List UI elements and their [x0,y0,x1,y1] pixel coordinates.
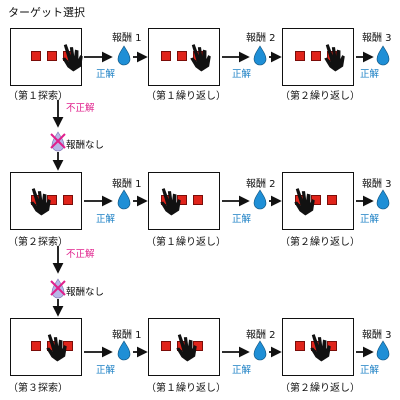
reward-2-label: 報酬 2 [246,179,276,190]
target-square [161,341,171,351]
target-square [161,51,171,61]
hand-icon [46,334,67,362]
water-drop-icon [117,340,131,361]
target-square [63,195,73,205]
repeat2-caption: （第２繰り返し） [280,383,360,394]
reward-1-label: 報酬 1 [112,179,142,190]
hand-icon [310,334,331,362]
correct-label: 正解 [232,69,252,80]
screen-repeat-3-2 [282,318,354,376]
hand-icon [324,44,345,72]
screen-repeat-2-1 [148,172,220,230]
reward-3-label: 報酬 3 [362,33,392,44]
search-caption-3: （第３探索） [8,383,68,394]
target-square [177,51,187,61]
reward-2-label: 報酬 2 [246,330,276,341]
screen-search-2 [10,172,82,230]
reward-2-label: 報酬 2 [246,33,276,44]
screen-repeat-2-2 [282,172,354,230]
screen-search-3 [10,318,82,376]
reward-1-label: 報酬 1 [112,330,142,341]
reward-3-label: 報酬 3 [362,330,392,341]
water-drop-icon [253,189,267,210]
repeat2-caption: （第２繰り返し） [280,91,360,102]
target-square [311,51,321,61]
water-drop-icon [117,45,131,66]
search-caption-1: （第１探索） [8,91,68,102]
correct-label: 正解 [360,365,380,376]
correct-label: 正解 [96,365,116,376]
screen-repeat-1-1 [148,28,220,86]
incorrect-label: 不正解 [66,103,95,114]
correct-label: 正解 [360,69,380,80]
target-square [177,195,187,205]
repeat2-caption: （第２繰り返し） [280,237,360,248]
hand-icon [190,44,211,72]
hand-icon [176,334,197,362]
correct-label: 正解 [96,69,116,80]
water-drop-icon [376,189,390,210]
target-square [327,341,337,351]
target-square [31,341,41,351]
correct-label: 正解 [232,365,252,376]
target-square [31,51,41,61]
target-square [193,195,203,205]
target-square [327,195,337,205]
repeat1-caption: （第１繰り返し） [146,91,226,102]
target-square [311,195,321,205]
incorrect-label: 不正解 [66,249,95,260]
hand-icon [294,188,315,216]
no-reward-drop-icon [50,278,66,299]
reward-3-label: 報酬 3 [362,179,392,190]
repeat1-caption: （第１繰り返し） [146,383,226,394]
target-square [47,195,57,205]
hand-icon [160,188,181,216]
target-square [295,341,305,351]
target-square [47,51,57,61]
no-reward-label: 報酬なし [66,287,105,298]
no-reward-drop-icon [50,131,66,152]
target-square [295,51,305,61]
diagram-title: ターゲット選択 [8,6,85,19]
hand-icon [30,188,51,216]
water-drop-icon [253,45,267,66]
hand-icon [62,44,83,72]
screen-repeat-1-2 [282,28,354,86]
correct-label: 正解 [96,214,116,225]
reward-1-label: 報酬 1 [112,33,142,44]
water-drop-icon [376,45,390,66]
target-square [63,341,73,351]
water-drop-icon [117,189,131,210]
target-square [193,341,203,351]
screen-repeat-3-1 [148,318,220,376]
correct-label: 正解 [360,214,380,225]
water-drop-icon [376,340,390,361]
water-drop-icon [253,340,267,361]
no-reward-label: 報酬なし [66,140,105,151]
repeat1-caption: （第１繰り返し） [146,237,226,248]
search-caption-2: （第２探索） [8,237,68,248]
screen-search-1 [10,28,83,86]
correct-label: 正解 [232,214,252,225]
